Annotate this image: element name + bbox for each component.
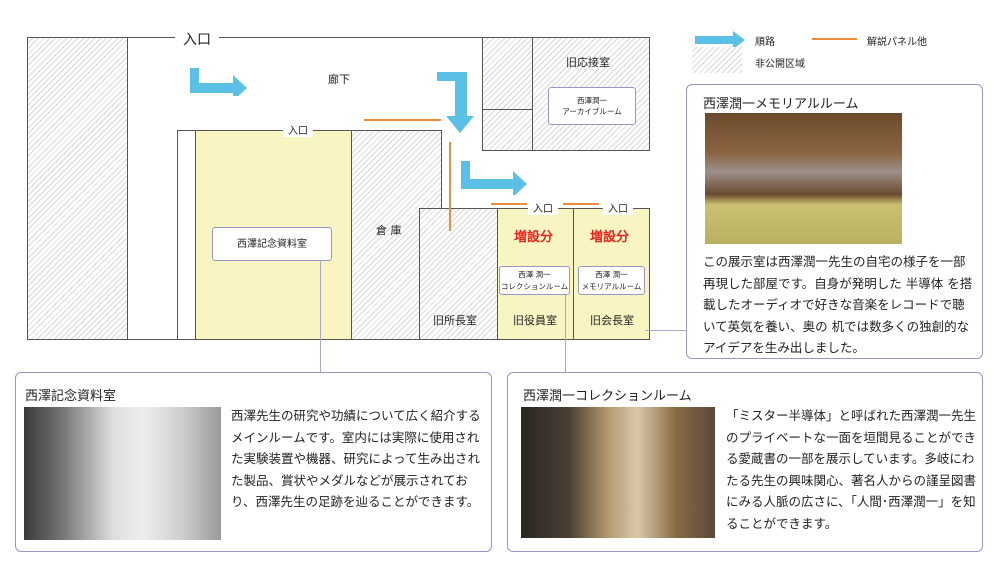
panel-title: 西澤潤一コレクションルーム bbox=[523, 389, 692, 404]
hall-entrance-label: 入口 bbox=[283, 122, 313, 137]
main-entrance-label: 入口 bbox=[175, 29, 219, 49]
collection-room-photo bbox=[521, 407, 715, 538]
connector-line bbox=[565, 295, 566, 372]
director-room bbox=[419, 208, 498, 340]
legend-restricted-label: 非公開区域 bbox=[755, 59, 805, 70]
legend-arrow-icon bbox=[695, 31, 745, 49]
archive-room-name: 西澤潤一 bbox=[577, 95, 607, 105]
chairman-room-label: 旧会長室 bbox=[590, 314, 634, 327]
side-strip bbox=[177, 130, 196, 340]
memorial-room-photo bbox=[705, 113, 902, 244]
chairman-entrance-label: 入口 bbox=[603, 200, 633, 215]
memorial-hall-box[interactable]: 西澤記念資料室 bbox=[212, 227, 332, 261]
route-arrow-icon bbox=[461, 161, 527, 195]
corridor-label: 廊下 bbox=[328, 73, 350, 86]
memorial-room-panel: 西澤潤一メモリアルルーム この展示室は西澤潤一先生の自宅の様子を一部再現した部屋… bbox=[686, 84, 983, 359]
memorial-hall-photo bbox=[24, 407, 221, 540]
connector-line bbox=[645, 330, 686, 331]
memorial-room-name: 西澤 潤一 bbox=[595, 270, 628, 280]
panel-title: 西澤潤一メモリアルルーム bbox=[703, 97, 859, 112]
archive-room-box[interactable]: 西澤潤一 アーカイブルーム bbox=[548, 87, 636, 125]
collection-room-subtitle: コレクションルーム bbox=[500, 281, 569, 291]
panel-line bbox=[449, 142, 451, 231]
archive-room-subtitle: アーカイブルーム bbox=[562, 107, 622, 116]
memorial-hall-panel: 西澤記念資料室 西澤先生の研究や功績について広く紹介するメインルームです。室内に… bbox=[15, 372, 492, 552]
storage-label: 倉 庫 bbox=[376, 224, 402, 237]
panel-line bbox=[491, 203, 527, 205]
panel-text: 西澤先生の研究や功績について広く紹介するメインルームです。室内には実際に使用され… bbox=[231, 408, 481, 509]
extension-label: 増設分 bbox=[590, 230, 630, 245]
legend-route-label: 順路 bbox=[755, 37, 775, 48]
extension-label: 増設分 bbox=[514, 230, 554, 245]
panel-text: 「ミスター半導体」と呼ばれた西澤潤一先生のプライベートな一面を垣間見ることができ… bbox=[726, 408, 977, 531]
divider bbox=[532, 37, 533, 151]
collection-room-panel: 西澤潤一コレクションルーム 「ミスター半導体」と呼ばれた西澤潤一先生のプライベー… bbox=[507, 372, 983, 552]
panel-title: 西澤記念資料室 bbox=[25, 389, 117, 404]
memorial-room-box[interactable]: 西澤 潤一 メモリアルルーム bbox=[578, 266, 645, 295]
connector-line bbox=[320, 261, 321, 372]
memorial-room-subtitle: メモリアルルーム bbox=[581, 281, 642, 291]
legend-hatch-swatch bbox=[692, 47, 742, 73]
collection-room-box[interactable]: 西澤 潤一 コレクションルーム bbox=[499, 266, 570, 295]
collection-room-name: 西澤 潤一 bbox=[518, 270, 551, 280]
legend-panel-line bbox=[812, 38, 857, 40]
reception-room-label: 旧応接室 bbox=[566, 56, 610, 69]
officer-room-label: 旧役員室 bbox=[513, 314, 557, 327]
restricted-area-left bbox=[27, 37, 128, 340]
panel-text: この展示室は西澤潤一先生の自宅の様子を一部再現した部屋です。自身が発明した 半導… bbox=[703, 254, 973, 355]
route-arrow-icon bbox=[190, 68, 247, 96]
route-arrow-down-icon bbox=[437, 72, 474, 133]
officer-entrance-label: 入口 bbox=[528, 200, 558, 215]
legend-panel-label: 解説パネル他 bbox=[867, 37, 927, 48]
director-room-label: 旧所長室 bbox=[433, 314, 477, 327]
panel-line bbox=[563, 203, 599, 205]
divider bbox=[482, 109, 532, 110]
panel-line bbox=[364, 119, 441, 121]
memorial-hall-name: 西澤記念資料室 bbox=[237, 238, 307, 250]
